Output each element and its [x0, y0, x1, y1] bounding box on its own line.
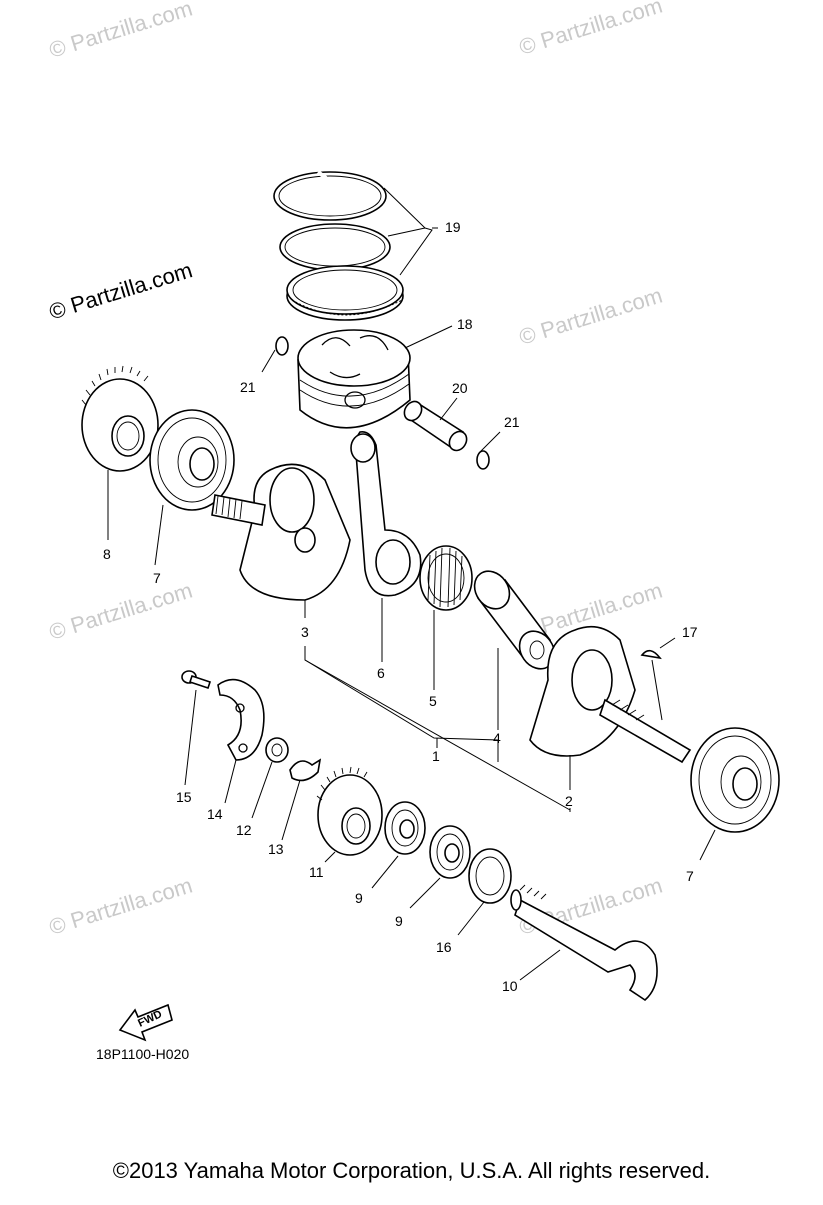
- callout-8: 8: [103, 546, 111, 562]
- callout-12: 12: [236, 822, 252, 838]
- callout-19: 19: [445, 219, 461, 235]
- piston: [297, 329, 411, 429]
- balancer-shaft: [510, 884, 658, 1002]
- callout-7: 7: [686, 868, 694, 884]
- callout-3: 3: [301, 624, 309, 640]
- callout-2: 2: [565, 793, 573, 809]
- needle-bearing-small: [468, 848, 512, 904]
- callouts: 19 18 21 20 21 8 7 3 17 6 5 4 1 2 15 14 …: [103, 219, 698, 994]
- connecting-rod: [350, 430, 422, 597]
- watermark: © Partzilla.com: [46, 578, 195, 645]
- lock-washer: [289, 758, 322, 782]
- bearing-right: [690, 727, 780, 833]
- piston-pin: [403, 400, 468, 452]
- balancer-weight: [217, 678, 265, 761]
- callout-16: 16: [436, 939, 452, 955]
- watermark: © Partzilla.com: [516, 0, 665, 60]
- piston-rings: [273, 170, 404, 321]
- callout-1: 1: [432, 748, 440, 764]
- callout-15: 15: [176, 789, 192, 805]
- callout-13: 13: [268, 841, 284, 857]
- primary-drive-gear: [81, 365, 159, 472]
- callout-21: 21: [504, 414, 520, 430]
- callout-20: 20: [452, 380, 468, 396]
- piston-pin-clip: [275, 336, 289, 356]
- callout-18: 18: [457, 316, 473, 332]
- leader-lines: [107, 187, 716, 981]
- crank-left: [211, 463, 351, 601]
- nut: [265, 737, 289, 763]
- bearing-small-2: [429, 825, 471, 879]
- watermark: © Partzilla.com: [46, 873, 195, 940]
- callout-9: 9: [395, 913, 403, 929]
- callout-6: 6: [377, 665, 385, 681]
- copyright-notice: ©2013 Yamaha Motor Corporation, U.S.A. A…: [112, 1158, 711, 1183]
- bearing-left: [149, 409, 235, 511]
- callout-17: 17: [682, 624, 698, 640]
- fwd-arrow: FWD: [118, 1003, 173, 1042]
- crank-pin: [473, 570, 556, 670]
- watermark: © Partzilla.com: [516, 283, 665, 350]
- reference-code: 18P1100-H020: [96, 1046, 190, 1062]
- callout-21: 21: [240, 379, 256, 395]
- callout-4: 4: [493, 730, 501, 746]
- callout-10: 10: [502, 978, 518, 994]
- watermark: © Partzilla.com: [46, 0, 195, 63]
- callout-11: 11: [309, 864, 324, 880]
- callout-5: 5: [429, 693, 437, 709]
- piston-pin-clip: [476, 450, 490, 470]
- bolt: [181, 670, 212, 690]
- balancer-gear: [316, 766, 383, 856]
- crank-right: [529, 625, 692, 764]
- callout-7: 7: [153, 570, 161, 586]
- bearing-small-1: [384, 801, 426, 855]
- woodruff-key: [640, 649, 662, 660]
- callout-14: 14: [207, 806, 223, 822]
- needle-bearing: [419, 545, 473, 611]
- callout-9: 9: [355, 890, 363, 906]
